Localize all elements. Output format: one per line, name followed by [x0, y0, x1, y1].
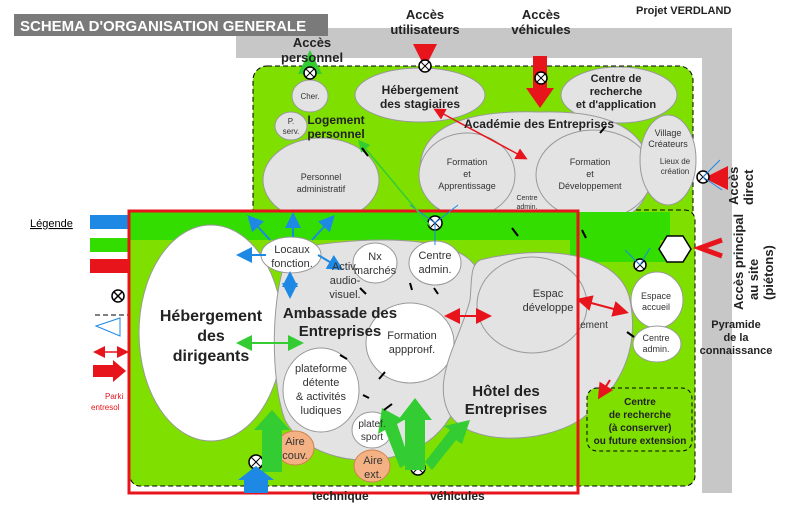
box-centre-recherche-conserver [586, 387, 693, 452]
legend-parking-line1: Parki [105, 392, 123, 401]
label-pserv: P.serv. [283, 117, 300, 136]
bubble-centre-admin2 [632, 325, 682, 363]
label-activ: Activ.audio-visuel. [329, 261, 360, 301]
legend-blue-swatch [90, 215, 130, 229]
bubble-nx-marches [352, 242, 398, 284]
bubble-aire-ext [353, 449, 391, 483]
bubble-plateforme [282, 347, 360, 433]
hexagon-main-access [658, 235, 692, 263]
arrow-main-access [692, 237, 723, 259]
bubble-formation-dev [535, 129, 653, 221]
legend-red-swatch [90, 259, 130, 273]
green-arrow-fan-left [378, 408, 410, 468]
blue-arrow-5 [317, 254, 344, 271]
red-arrow-3 [576, 295, 629, 317]
legend-view-icon [94, 317, 121, 337]
page-title: SCHEMA D'ORGANISATION GENERALE [20, 18, 306, 35]
access-symbol-2 [418, 59, 432, 73]
bubble-pserv [274, 111, 308, 141]
blue-arrow-bottom [238, 466, 274, 493]
blue-arrow-3 [311, 215, 335, 241]
legend-access-symbol [111, 289, 125, 303]
label-access-direct: Accèsdirect [726, 167, 756, 205]
legend-green-swatch [90, 238, 130, 252]
label-cher: Cher. [300, 92, 319, 101]
label-platef-sport: platef.sport [358, 419, 385, 443]
separators [339, 125, 635, 411]
road-right [702, 28, 732, 493]
legend-title: Légende [30, 218, 73, 230]
red-arrow-4 [597, 379, 614, 400]
view-cone-2 [702, 159, 723, 191]
title-background [14, 14, 328, 36]
bubble-cher [291, 79, 329, 113]
green-arrow-up-left [254, 410, 290, 472]
bubble-village [639, 114, 697, 206]
legend-red-arrow [93, 360, 126, 382]
label-technique: technique [312, 489, 369, 503]
highlight-frame [127, 209, 580, 495]
legend-parking-line2: entresol [91, 403, 120, 412]
access-symbol-1 [303, 66, 317, 80]
bubble-centre-admin [408, 240, 462, 286]
label-vehicles-bottom: véhicules [430, 489, 485, 503]
label-academie: Académie des Entreprises [464, 117, 614, 131]
project-name: Projet VERDLAND [636, 5, 731, 17]
access-symbol-3 [534, 71, 548, 85]
view-cone-3 [624, 247, 651, 266]
red-arrow-1 [433, 108, 528, 160]
label-access-main: Accès principalau site(piétons) [731, 214, 776, 310]
green-arrow-1 [358, 139, 431, 227]
label-ement: ement [580, 320, 608, 331]
blue-arrow-1 [247, 215, 271, 241]
bubble-centre-recherche [560, 66, 678, 124]
green-arrow-fan-right [425, 420, 470, 470]
bubble-formation-approf [365, 302, 455, 384]
